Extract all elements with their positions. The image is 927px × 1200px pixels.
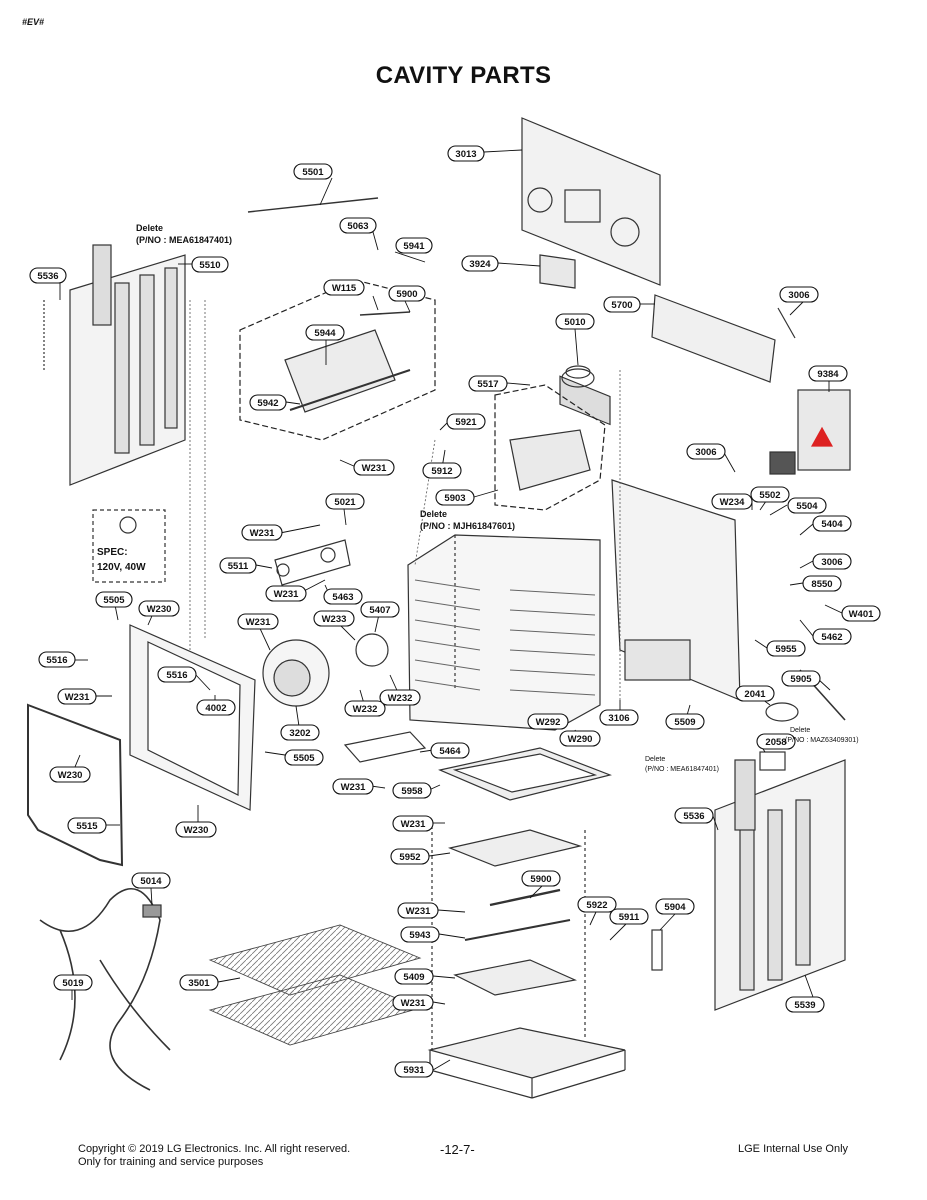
callout-3013: 3013 (455, 149, 476, 160)
lamp-spec-value: 120V, 40W (97, 562, 146, 573)
callout-W233: W233 (322, 614, 347, 625)
callout-2041: 2041 (744, 689, 766, 700)
callout-3106: 3106 (608, 713, 629, 724)
callout-W231-g: W231 (401, 819, 427, 830)
callout-3202: 3202 (289, 728, 310, 739)
callout-W231-b: W231 (250, 528, 276, 539)
callout-5943: 5943 (409, 930, 430, 941)
callout-5509: 5509 (674, 717, 695, 728)
callout-5955: 5955 (775, 644, 797, 655)
callout-5536-right: 5536 (683, 811, 704, 822)
callout-5510: 5510 (199, 260, 220, 271)
callout-W231-h: W231 (406, 906, 432, 917)
callout-5462: 5462 (821, 632, 842, 643)
callout-5010: 5010 (564, 317, 585, 328)
callout-5517: 5517 (477, 379, 498, 390)
callout-5700: 5700 (611, 300, 632, 311)
callout-5511: 5511 (228, 561, 249, 572)
callout-3006-a: 3006 (788, 290, 809, 301)
page-number: -12-7- (440, 1142, 475, 1157)
callout-5505-bottom: 5505 (293, 753, 315, 764)
callout-W231-e: W231 (65, 692, 91, 703)
delete-note-a-pno: (P/NO : MEA61847401) (136, 235, 232, 245)
callout-3006-c: 3006 (821, 557, 842, 568)
callout-W231-c: W231 (274, 589, 300, 600)
delete-note-a-label: Delete (136, 223, 163, 233)
callout-W231-a: W231 (362, 463, 388, 474)
callout-5900-top: 5900 (396, 289, 417, 300)
corner-mark: #EV# (22, 17, 45, 27)
callout-5539: 5539 (794, 1000, 815, 1011)
footer-training-note: Only for training and service purposes (78, 1156, 264, 1168)
callout-W230-a: W230 (147, 604, 172, 615)
callout-W231-f: W231 (341, 782, 367, 793)
delete-note-b-pno: (P/NO : MJH61847601) (420, 521, 515, 531)
callout-W401: W401 (849, 609, 875, 620)
callout-5404: 5404 (821, 519, 843, 530)
callout-2058: 2058 (765, 737, 786, 748)
callout-5463: 5463 (332, 592, 353, 603)
page-title: CAVITY PARTS (375, 62, 552, 89)
callout-3501: 3501 (188, 978, 210, 989)
callout-5952: 5952 (399, 852, 420, 863)
callout-W232-b: W232 (388, 693, 413, 704)
callout-5019: 5019 (62, 978, 83, 989)
footer-internal-use: LGE Internal Use Only (738, 1143, 849, 1155)
callout-5021: 5021 (334, 497, 356, 508)
callout-5944: 5944 (314, 328, 336, 339)
callout-5905: 5905 (790, 674, 812, 685)
callout-5536-left: 5536 (37, 271, 58, 282)
delete-note-d-label: Delete (790, 727, 810, 734)
callout-5516-left: 5516 (46, 655, 67, 666)
callout-W290: W290 (568, 734, 593, 745)
callout-4002: 4002 (205, 703, 226, 714)
callout-5900-bottom: 5900 (530, 874, 551, 885)
callout-5912: 5912 (431, 466, 452, 477)
delete-note-c-pno: (P/NO : MEA61847401) (645, 766, 719, 773)
delete-note-d-pno: (P/NO : MAZ63409301) (785, 737, 859, 744)
callout-8550: 8550 (811, 579, 832, 590)
callout-W231-i: W231 (401, 998, 427, 1009)
callout-9384: 9384 (817, 369, 839, 380)
rear-cover-drawing (521, 117, 661, 286)
callout-5407: 5407 (369, 605, 390, 616)
callout-3006-b: 3006 (695, 447, 716, 458)
callout-5501: 5501 (302, 167, 324, 178)
callout-W231-d: W231 (246, 617, 272, 628)
callout-5922: 5922 (586, 900, 607, 911)
callout-5505-top: 5505 (103, 595, 125, 606)
callout-5504: 5504 (796, 501, 818, 512)
delete-note-c-label: Delete (645, 756, 665, 763)
callout-5014: 5014 (140, 876, 162, 887)
callout-W115: W115 (332, 283, 357, 294)
callout-5911: 5911 (619, 912, 640, 923)
callout-W232-a: W232 (353, 704, 378, 715)
callout-5903: 5903 (444, 493, 465, 504)
footer-copyright: Copyright © 2019 LG Electronics. Inc. Al… (78, 1143, 351, 1155)
callout-5515: 5515 (76, 821, 98, 832)
callout-3924: 3924 (469, 259, 491, 270)
callout-5464: 5464 (439, 746, 461, 757)
delete-note-b-label: Delete (420, 509, 447, 519)
callout-5502: 5502 (759, 490, 780, 501)
callout-W234: W234 (720, 497, 746, 508)
callout-5904: 5904 (664, 902, 686, 913)
callout-5958: 5958 (401, 786, 422, 797)
callout-5931: 5931 (403, 1065, 425, 1076)
callout-5941: 5941 (403, 241, 425, 252)
callout-5063: 5063 (347, 221, 368, 232)
footer-copyright-block: Copyright © 2019 LG Electronics. Inc. Al… (78, 1143, 350, 1169)
callout-W230-b: W230 (58, 770, 83, 781)
callout-W292: W292 (536, 717, 561, 728)
callout-W230-c: W230 (184, 825, 209, 836)
callout-5516-mid: 5516 (166, 670, 187, 681)
callout-5409: 5409 (403, 972, 424, 983)
callout-5921: 5921 (455, 417, 477, 428)
callout-5942: 5942 (257, 398, 278, 409)
lamp-spec-title: SPEC: (97, 547, 128, 558)
